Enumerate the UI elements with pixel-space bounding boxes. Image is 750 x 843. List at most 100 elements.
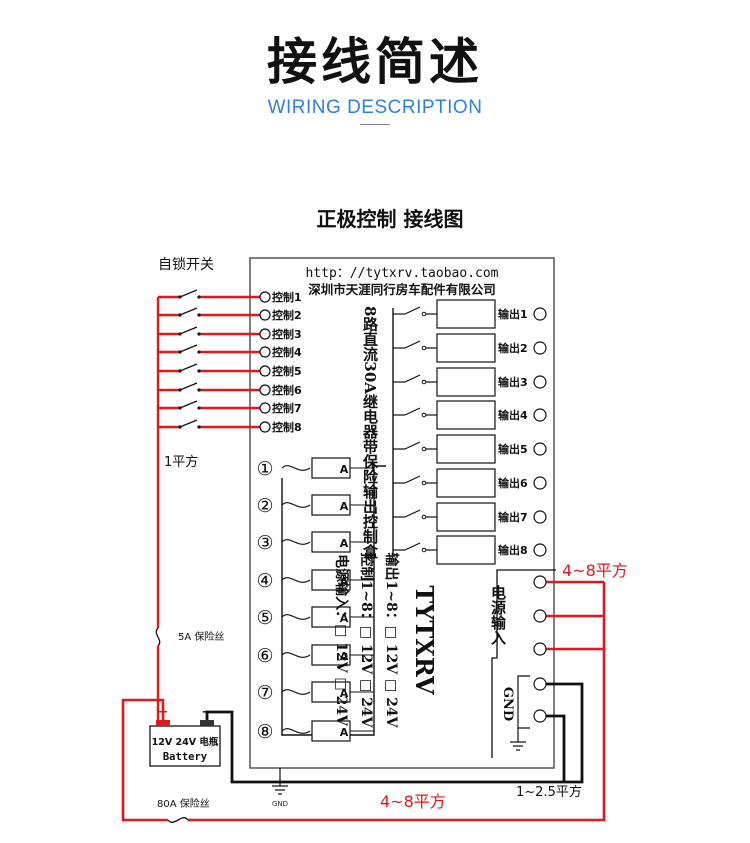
brand-name: TYTXRV	[410, 585, 439, 695]
wire-4-8-top-label: 4~8平方	[562, 561, 628, 580]
channel-number: ⑥	[256, 645, 273, 667]
control-box	[249, 257, 555, 769]
control-terminal	[259, 365, 271, 377]
channel-number: ②	[256, 495, 273, 517]
control-label: 控制3	[272, 327, 302, 341]
relay-switch-blade	[404, 475, 421, 484]
switch-contact	[197, 406, 201, 410]
battery-negative-post	[200, 720, 214, 726]
channel-number: ⑤	[256, 607, 273, 629]
gnd-terminal	[533, 709, 547, 723]
fuse-feed-bus	[281, 465, 386, 736]
wire-1mm-label: 1平方	[164, 454, 198, 470]
relay-switch-blade	[404, 407, 421, 416]
fuse-holder-label: A	[340, 726, 349, 739]
relay-block	[436, 535, 496, 565]
fuse-holder-label: A	[340, 463, 349, 476]
switch-blade	[179, 326, 198, 335]
control-terminal	[259, 291, 271, 303]
switch-blade	[179, 307, 198, 316]
page-title: 接线简述	[267, 33, 483, 91]
fuse-symbol	[281, 465, 311, 471]
relay-contact	[421, 514, 427, 520]
spec-block: TYTXRV 输出1~8：□ 12V □ 24V 控制1~8：□ 12V □ 2…	[333, 553, 439, 729]
channel-number: ⑧	[256, 721, 273, 743]
control-terminal	[259, 421, 271, 433]
relay-block	[436, 400, 496, 430]
relay-block	[436, 333, 496, 363]
output-terminal	[533, 510, 547, 524]
spec-output: 输出1~8：□ 12V □ 24V	[383, 553, 400, 729]
control-label: 控制5	[272, 364, 302, 378]
output-terminal	[533, 408, 547, 422]
internal-divider-line	[491, 569, 556, 758]
gnd-label: GND	[500, 687, 515, 721]
wire-4-8-bottom-label: 4~8平方	[380, 792, 446, 811]
control-terminal	[259, 346, 271, 358]
main-ground-wire	[205, 682, 584, 784]
relay-contact	[421, 412, 427, 418]
switch-contact	[197, 332, 201, 336]
output-label: 输出5	[498, 442, 528, 456]
relay-switch-blade	[404, 374, 421, 383]
spec-power: 电源输入：□ 12V □ 24V	[333, 554, 350, 727]
fuse-holder-label: A	[340, 612, 349, 625]
wires-layer	[121, 295, 606, 823]
relay-switch-blade	[404, 340, 421, 349]
fuse-holder-label: A	[340, 650, 349, 663]
switch-blade	[179, 363, 198, 372]
fuse-symbol	[281, 689, 311, 695]
relay-contact	[421, 345, 427, 351]
output-label: 输出2	[498, 341, 528, 355]
fuse-symbol	[281, 652, 311, 658]
fuse-holder-label: A	[340, 500, 349, 513]
control-label: 控制4	[272, 345, 302, 359]
fuse-5a-label: 5A 保险丝	[178, 630, 224, 643]
battery-minus-sign: −	[202, 705, 213, 720]
switch-contact	[197, 350, 201, 354]
relay-contact	[421, 379, 427, 385]
switch-label: 自锁开关	[158, 257, 214, 273]
relay-switch-blade	[404, 542, 421, 551]
relay-block	[436, 468, 496, 498]
spec-control: 控制1~8：□ 12V □ 24V	[358, 553, 375, 729]
power-input-terminal	[533, 642, 547, 656]
switch-contact	[197, 425, 201, 429]
battery	[149, 725, 221, 767]
relay-block	[436, 299, 496, 329]
power-input-label: 电源输入	[489, 584, 507, 645]
control-terminal	[259, 328, 271, 340]
control-terminal	[259, 309, 271, 321]
main-positive-wire	[188, 582, 606, 822]
ground-jumper-wire	[546, 714, 566, 782]
relay-block	[436, 367, 496, 397]
relay-block	[436, 502, 496, 532]
switch-blade	[179, 382, 198, 391]
power-input-terminal	[533, 575, 547, 589]
switch-blade	[179, 419, 198, 428]
switch-contact	[197, 313, 201, 317]
diagram-title: 正极控制 接线图	[317, 207, 464, 231]
output-label: 输出4	[498, 408, 528, 422]
battery-positive-post	[156, 720, 170, 726]
output-terminal	[533, 442, 547, 456]
switch-blade	[179, 344, 198, 353]
control-label: 控制6	[272, 383, 302, 397]
output-label: 输出1	[498, 307, 528, 321]
fuse-symbol	[281, 728, 311, 734]
wire-1-2-5-label: 1~2.5平方	[516, 784, 582, 800]
output-label: 输出3	[498, 375, 528, 389]
fuse-holder-label: A	[340, 687, 349, 700]
control-label: 控制8	[272, 420, 302, 434]
output-label: 输出6	[498, 476, 528, 490]
relay-contact	[421, 480, 427, 486]
switch-blade	[179, 289, 198, 298]
relay-switch-blade	[404, 509, 421, 518]
box-company: 深圳市天涯同行房车配件有限公司	[308, 282, 496, 297]
power-terminals	[491, 569, 556, 758]
battery-voltage: 12V 24V 电瓶	[152, 736, 219, 748]
output-terminal	[533, 375, 547, 389]
output-terminal	[533, 341, 547, 355]
